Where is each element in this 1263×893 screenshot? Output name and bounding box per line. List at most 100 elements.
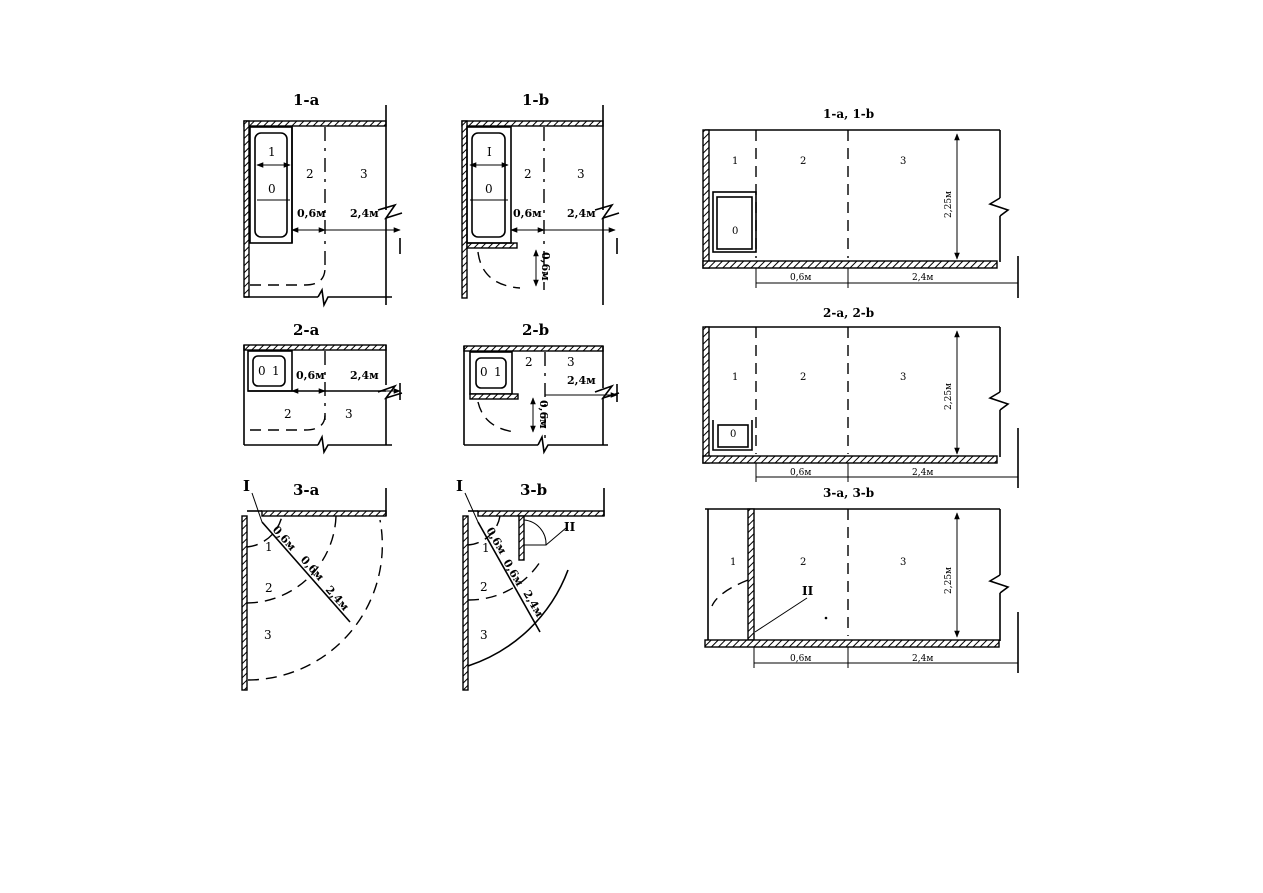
bath-outline bbox=[712, 191, 757, 253]
zone-3-label: 3 bbox=[567, 355, 575, 369]
plan-3b: 3-b I II 1 2 3 0,6м 0,6м 2,4м bbox=[456, 477, 605, 691]
leader-line bbox=[251, 492, 263, 523]
break-mark bbox=[988, 197, 1010, 217]
break-mark bbox=[537, 434, 608, 455]
dim-06-label: 0,6м bbox=[297, 207, 326, 220]
zone-boundary-dashed bbox=[250, 414, 326, 431]
zone-boundary-dashed bbox=[250, 267, 326, 286]
break-mark bbox=[988, 574, 1010, 594]
dim-06-vertical-label: 0,6м bbox=[539, 252, 552, 281]
door-swing bbox=[523, 519, 547, 546]
zone-1-label: 1 bbox=[494, 365, 502, 379]
plan-2a: 2-a 0 1 2 3 0,6м 2,4м bbox=[243, 321, 403, 455]
left-wall bbox=[702, 326, 710, 464]
zone-2-label: 2 bbox=[525, 355, 533, 369]
dim-24-label: 2,4м bbox=[350, 207, 379, 220]
zone-0-label: 0 bbox=[485, 182, 493, 196]
zone-2-label: 2 bbox=[480, 580, 488, 594]
left-wall bbox=[702, 129, 710, 269]
zone-2-label: 2 bbox=[306, 167, 314, 181]
zone-3-label: 3 bbox=[264, 628, 272, 642]
section-2: 2-a, 2-b 2,25м 1 0 2 3 0,6м 2,4м bbox=[702, 306, 1019, 488]
dim-06-label: 0,6м bbox=[513, 207, 542, 220]
break-mark bbox=[988, 391, 1010, 411]
partition-wall bbox=[747, 508, 755, 641]
zone-2-label: 2 bbox=[265, 581, 273, 595]
radius-line bbox=[477, 521, 541, 633]
dim-06-label: 0,6м bbox=[296, 369, 325, 382]
plan-title: 3-b bbox=[520, 481, 547, 499]
plan-1b: 1-b I 0 2 3 0,6м 2,4м 0,6м bbox=[461, 91, 620, 305]
zone-1-label: 1 bbox=[482, 541, 490, 555]
zone-3-label: 3 bbox=[900, 557, 906, 568]
zone-0-label: 0 bbox=[730, 429, 736, 440]
section-title: 2-a, 2-b bbox=[823, 306, 874, 320]
partition-wall bbox=[469, 393, 519, 400]
zone-3-label: 3 bbox=[345, 407, 353, 421]
break-mark bbox=[317, 287, 392, 308]
plan-1a: 1-a 1 0 2 3 0,6м 2,4м bbox=[243, 91, 403, 308]
left-wall bbox=[462, 515, 469, 691]
dim-06-label: 0,6м bbox=[790, 468, 811, 478]
top-wall bbox=[463, 345, 604, 352]
leader-line bbox=[464, 492, 479, 523]
dim-06-label: 0,6м bbox=[790, 273, 811, 283]
lead2-label: II bbox=[564, 520, 576, 534]
break-mark bbox=[377, 384, 403, 400]
zone-1-label: 1 bbox=[732, 372, 738, 383]
top-wall bbox=[477, 510, 605, 517]
lead-label: I bbox=[456, 477, 463, 495]
zone-1-label: 1 bbox=[272, 364, 280, 378]
plan-3a: 3-a I 1 2 3 0,6м 0,6м 2,4м bbox=[241, 477, 387, 691]
zone-0-label: 0 bbox=[268, 182, 276, 196]
floor bbox=[704, 639, 1000, 648]
bathtub bbox=[471, 132, 506, 238]
door-swing bbox=[477, 251, 521, 289]
zone-3-label: 3 bbox=[900, 156, 906, 167]
left-wall bbox=[243, 120, 250, 298]
zone-0-label: 0 bbox=[480, 365, 488, 379]
leader-line bbox=[754, 597, 808, 633]
zone-3-arc bbox=[247, 519, 383, 681]
lead2-label: II bbox=[802, 584, 814, 598]
zone-3-label: 3 bbox=[577, 167, 585, 181]
zone-2-label: 2 bbox=[800, 156, 806, 167]
plan-2b: 2-b 0 1 2 3 2,4м 0,6м bbox=[463, 321, 620, 455]
zone-1-label: I bbox=[487, 145, 492, 159]
zone-3-label: 3 bbox=[480, 628, 488, 642]
plan-title: 1-b bbox=[522, 91, 549, 109]
zone-1-label: 1 bbox=[268, 145, 276, 159]
door-swing bbox=[711, 579, 749, 607]
zone-1-arc bbox=[467, 515, 501, 546]
break-mark bbox=[377, 203, 403, 220]
zone-0-label: 0 bbox=[258, 364, 266, 378]
zone-1-label: 1 bbox=[732, 156, 738, 167]
radius-line bbox=[261, 521, 351, 623]
dim-24-label: 2,4м bbox=[912, 468, 933, 478]
zone-2-label: 2 bbox=[524, 167, 532, 181]
section-title: 3-a, 3-b bbox=[823, 486, 874, 500]
section-1: 1-a, 1-b 2,25м 1 0 2 3 0,6м 2,4м bbox=[702, 107, 1019, 298]
top-wall bbox=[243, 120, 387, 127]
plan-title: 1-a bbox=[293, 91, 320, 109]
break-mark bbox=[594, 384, 620, 400]
bath-inner bbox=[716, 196, 753, 250]
dim-24-label: 2,4м bbox=[567, 207, 596, 220]
leader-line-2 bbox=[545, 527, 567, 546]
zone-2-label: 2 bbox=[800, 557, 806, 568]
dim-06-label: 0,6м bbox=[790, 654, 811, 664]
zone-1-label: 1 bbox=[265, 540, 273, 554]
top-wall bbox=[261, 510, 387, 517]
dim-06-vertical-label: 0,6м bbox=[537, 400, 550, 429]
floor bbox=[702, 260, 998, 269]
dim-24-label: 2,4м bbox=[567, 374, 596, 387]
bathtub bbox=[254, 132, 288, 238]
partition-wall bbox=[518, 515, 525, 561]
top-wall bbox=[461, 120, 604, 127]
door-swing bbox=[477, 401, 516, 433]
shower-tray bbox=[712, 420, 753, 451]
dim-24-label: 2,4м bbox=[323, 583, 352, 613]
dim-24-label: 2,4м bbox=[912, 654, 933, 664]
section-3: 3-a, 3-b II 2,25м 1 2 3 0,6м 2,4м bbox=[704, 486, 1019, 673]
